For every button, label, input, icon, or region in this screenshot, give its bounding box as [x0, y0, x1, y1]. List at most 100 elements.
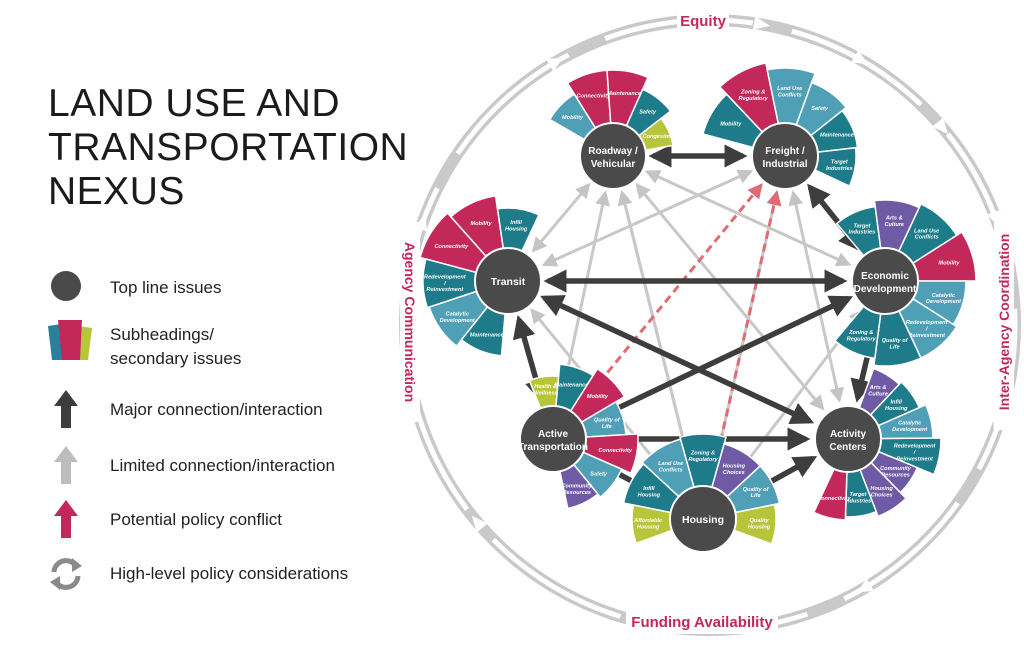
top-line-nodes: Roadway / Vehicular Freight /IndustrialTra… [474, 122, 919, 553]
legend-label-subheadings-2: secondary issues [110, 349, 242, 368]
roadway-label-2: Vehicular [591, 159, 636, 170]
legend-row-subheadings: Subheadings/ secondary issues [44, 320, 241, 368]
subheading-wedge [733, 503, 777, 545]
subheading-label: Redevelopment/Reinvestment [894, 443, 937, 462]
roadway-fan: Mobility ConnectivityMaintenanceSafetyCon… [548, 69, 674, 152]
funding-label-bg [626, 610, 778, 634]
roadway-label-1: Roadway / [588, 146, 638, 157]
agency-label-bg [400, 222, 420, 422]
economic-label-1: Economic [861, 271, 909, 282]
equity-label: Equity [680, 13, 726, 30]
subheading-label: Connectivity [577, 93, 611, 99]
activity-label-1: Activity [830, 429, 867, 440]
subheading-label: Maintenance [607, 91, 641, 97]
refresh-cycle-icon [50, 558, 82, 590]
ring-chevron-icon [856, 578, 874, 593]
equity-label-bg [677, 10, 729, 30]
subheading-label: Safety [811, 106, 829, 112]
subheading-wedge [833, 305, 882, 360]
red-arrow-icon [54, 500, 78, 538]
subheading-label: Connectivity [598, 448, 632, 454]
inter-agency-label-bg [994, 214, 1014, 430]
limited-connection-arrow [635, 182, 825, 411]
housing-label: Housing [682, 514, 724, 526]
legend-label-policy: High-level policy considerations [110, 564, 349, 583]
subheading-wedge [814, 146, 857, 188]
subheading-fans: MobilityConnectivityMaintenanceSafetyCon… [419, 62, 977, 545]
subheading-label: Zoning &Regulatory [739, 90, 769, 102]
subheading-wedge [559, 463, 599, 510]
subheading-label: Maintenance [554, 383, 588, 389]
limited-connection-arrow [644, 170, 852, 267]
economic-label-2: Development [854, 284, 917, 295]
subheading-wedge [428, 290, 489, 348]
title-line-3: NEXUS [48, 170, 185, 213]
subheading-label: Arts &Culture [884, 216, 904, 228]
subheading-wedge [873, 310, 922, 367]
top-line-issue-circle [519, 405, 587, 473]
legend-label-limited: Limited connection/interaction [110, 456, 335, 475]
legend-label-major: Major connection/interaction [110, 400, 323, 419]
roadway-node: Roadway / Vehicular [579, 122, 647, 190]
subheading-label: Zoning &Regulatory [847, 330, 877, 342]
ring-chevron-icon [752, 16, 770, 30]
subheading-wedge [419, 211, 487, 274]
subheading-label: Zoning &Regulatory [688, 451, 718, 463]
active-label-1: Active [538, 429, 568, 440]
subheading-label: Mobility [938, 260, 960, 266]
subheading-wedge [911, 231, 977, 282]
limited-connection-arrow [531, 182, 591, 253]
title-line-2: TRANSPORTATION [48, 126, 409, 169]
housing-node: Housing [669, 485, 737, 553]
subheading-label: Maintenance [820, 132, 854, 138]
legend-row-conflict: Potential policy conflict [44, 500, 282, 540]
subheading-wedge [679, 433, 727, 488]
subheading-label: Safety [639, 110, 657, 116]
legend-label-subheadings-1: Subheadings/ [110, 325, 214, 344]
limited-connection-arrow [541, 169, 754, 267]
subheading-label: Redevelopment/Reinvestment [906, 320, 949, 339]
ring-chevron-icon [471, 515, 488, 533]
dark-arrow-icon [54, 390, 78, 428]
funding-label: Funding Availability [631, 614, 773, 631]
freight-node: Freight /Industrial [751, 122, 819, 190]
title-line-1: LAND USE AND [48, 82, 341, 125]
active-label-2: Transportation [518, 442, 588, 453]
subheading-label: Mobility [720, 122, 742, 128]
top-line-issue-circle [814, 405, 882, 473]
subheading-label: Mobility [562, 115, 584, 121]
inter-agency-coordination-label: Inter-Agency Coordination [996, 234, 1012, 411]
top-line-issue-circle [474, 247, 542, 315]
dark-circle-icon [51, 271, 81, 301]
legend-row-major: Major connection/interaction [44, 390, 323, 430]
subheading-wedge [460, 305, 506, 357]
gray-arrow-icon [54, 446, 78, 484]
page-title: LAND USE AND TRANSPORTATION NEXUS [48, 82, 408, 214]
subheading-label: Congestion [643, 134, 674, 140]
subheading-wedge [582, 433, 639, 475]
freight-label-1: Freight / [765, 146, 805, 157]
major-connection-arrow [586, 295, 854, 424]
subheading-label: Connectivity [817, 496, 851, 502]
top-line-issue-circle [579, 122, 647, 190]
